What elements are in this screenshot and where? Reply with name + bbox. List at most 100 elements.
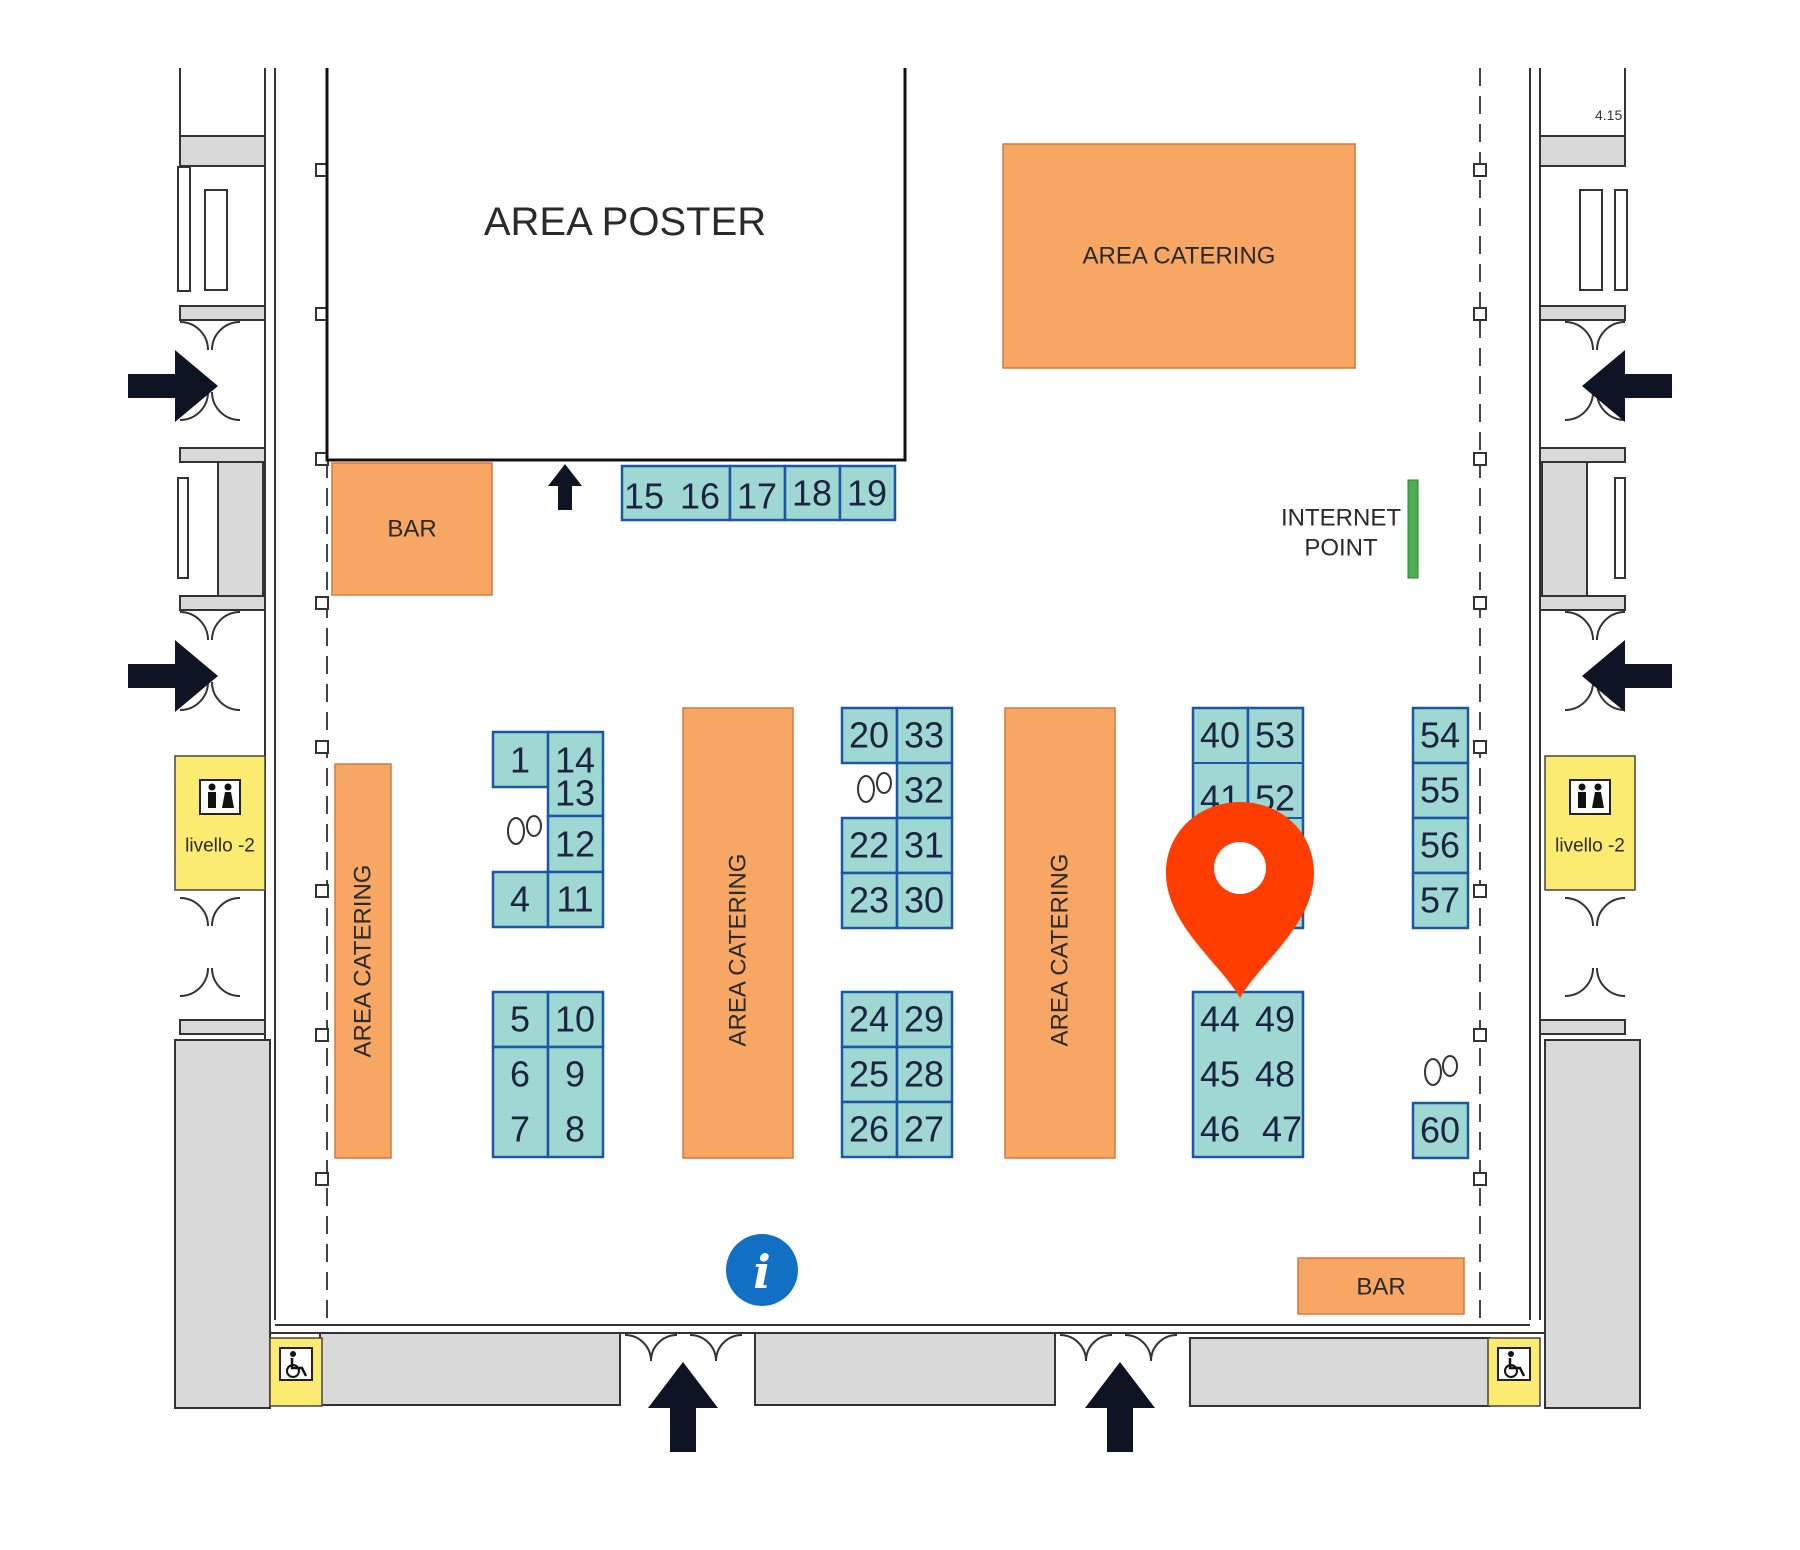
booth[interactable]: 1 xyxy=(491,730,550,789)
booth-number: 45 xyxy=(1200,1054,1240,1095)
booth-number: 46 xyxy=(1200,1109,1240,1150)
accessible-toilet-right[interactable] xyxy=(1487,1337,1541,1407)
booth-group-20-33: 20 33 32 22 31 23 30 xyxy=(840,706,954,930)
arrow-icon xyxy=(1085,1362,1155,1452)
internet-point[interactable]: INTERNET POINT xyxy=(1281,479,1419,579)
arrow-icon xyxy=(648,1362,718,1452)
booth[interactable]: 25 xyxy=(840,1045,899,1104)
booth[interactable]: 98 xyxy=(546,1045,605,1159)
bar-top-label: BAR xyxy=(387,516,436,543)
booth[interactable]: 30 xyxy=(895,871,954,930)
arrow-icon xyxy=(128,350,218,422)
booth-number: 32 xyxy=(904,770,944,811)
booth-number: 8 xyxy=(565,1109,585,1150)
booth-number: 57 xyxy=(1420,880,1460,921)
booth[interactable]: 10 xyxy=(546,990,605,1049)
booth-number: 18 xyxy=(792,473,832,514)
arrow-icon xyxy=(128,640,218,712)
location-pin-icon[interactable] xyxy=(1166,802,1314,998)
bar-bottom[interactable]: BAR xyxy=(1297,1257,1465,1315)
restroom-icon xyxy=(199,779,241,815)
booth[interactable]: 55 xyxy=(1411,761,1470,820)
arrow-icon xyxy=(1582,350,1672,422)
restroom-right-label: livello -2 xyxy=(1555,836,1625,857)
booth-number: 17 xyxy=(737,476,777,517)
booth-number: 33 xyxy=(904,715,944,756)
booth[interactable]: 17 xyxy=(728,464,787,522)
booth-number: 5 xyxy=(510,999,530,1040)
catering-left[interactable]: AREA CATERING xyxy=(334,763,392,1159)
booth[interactable]: 4 xyxy=(491,870,550,929)
booth[interactable]: 29 xyxy=(895,990,954,1049)
booth-number: 55 xyxy=(1420,770,1460,811)
booth-number: 48 xyxy=(1255,1054,1295,1095)
booth[interactable]: 57 xyxy=(1411,871,1470,930)
booth-number: 29 xyxy=(904,999,944,1040)
catering-center[interactable]: AREA CATERING xyxy=(682,707,794,1159)
booth[interactable]: 44 49 45 48 46 47 xyxy=(1191,990,1305,1159)
svg-text:i: i xyxy=(753,1245,770,1299)
booth[interactable]: 5 xyxy=(491,990,550,1049)
booth[interactable]: 18 xyxy=(783,464,842,522)
info-icon[interactable]: i xyxy=(726,1234,798,1306)
booth[interactable]: 60 xyxy=(1411,1101,1470,1160)
accessible-toilet-left[interactable] xyxy=(269,1337,323,1407)
booth-number: 31 xyxy=(904,825,944,866)
booth[interactable]: 27 xyxy=(895,1100,954,1159)
entrance-arrows xyxy=(128,350,1672,1452)
booth-number: 14 xyxy=(555,740,595,781)
booth-number: 20 xyxy=(849,715,889,756)
booth[interactable]: 67 xyxy=(491,1045,550,1159)
booth[interactable]: 12 xyxy=(546,814,605,874)
booth[interactable]: 23 xyxy=(840,871,899,930)
booth-number: 6 xyxy=(510,1054,530,1095)
booth-number: 22 xyxy=(849,825,889,866)
wheelchair-icon xyxy=(1497,1347,1531,1381)
booth-number: 28 xyxy=(904,1054,944,1095)
booth-number: 16 xyxy=(680,476,720,517)
restroom-left[interactable]: livello -2 xyxy=(174,755,266,891)
booth-number: 27 xyxy=(904,1109,944,1150)
restroom-right[interactable]: livello -2 xyxy=(1544,755,1636,891)
area-poster[interactable]: AREA POSTER xyxy=(325,68,907,462)
booth[interactable]: 32 xyxy=(895,761,954,820)
booth-number: 44 xyxy=(1200,999,1240,1040)
booth[interactable]: 26 xyxy=(840,1100,899,1159)
booth[interactable]: 56 xyxy=(1411,816,1470,875)
booth-number: 40 xyxy=(1200,715,1240,756)
footprints-icon xyxy=(507,772,1458,1086)
catering-top-label: AREA CATERING xyxy=(1083,243,1276,270)
booth[interactable]: 54 xyxy=(1411,706,1470,765)
booth[interactable]: 33 xyxy=(895,706,954,765)
restroom-left-label: livello -2 xyxy=(185,836,255,857)
booth[interactable]: 20 xyxy=(840,706,899,765)
booth-number: 11 xyxy=(556,879,593,920)
catering-right[interactable]: AREA CATERING xyxy=(1004,707,1116,1159)
booth-number: 25 xyxy=(849,1054,889,1095)
booth[interactable]: 11 xyxy=(546,870,605,929)
booth[interactable]: 31 xyxy=(895,816,954,875)
booth[interactable]: 28 xyxy=(895,1045,954,1104)
catering-center-label: AREA CATERING xyxy=(725,854,752,1047)
booth-number: 7 xyxy=(510,1109,530,1150)
booth[interactable]: 24 xyxy=(840,990,899,1049)
booth-number: 54 xyxy=(1420,715,1460,756)
booth-number: 15 xyxy=(624,476,664,517)
booth-number: 47 xyxy=(1262,1109,1302,1150)
booth[interactable]: 19 xyxy=(838,464,897,522)
booth-group-44-49: 44 49 45 48 46 47 xyxy=(1191,990,1305,1159)
catering-left-label: AREA CATERING xyxy=(350,865,377,1058)
bar-top[interactable]: BAR xyxy=(331,462,493,596)
booth[interactable]: 22 xyxy=(840,816,899,875)
booth-number: 56 xyxy=(1420,825,1460,866)
booth-number: 9 xyxy=(565,1054,585,1095)
booth-number: 4 xyxy=(510,879,530,920)
catering-top[interactable]: AREA CATERING xyxy=(1002,143,1356,369)
booth-group-5-10: 5 10 67 98 xyxy=(491,990,605,1159)
booth-number: 24 xyxy=(849,999,889,1040)
